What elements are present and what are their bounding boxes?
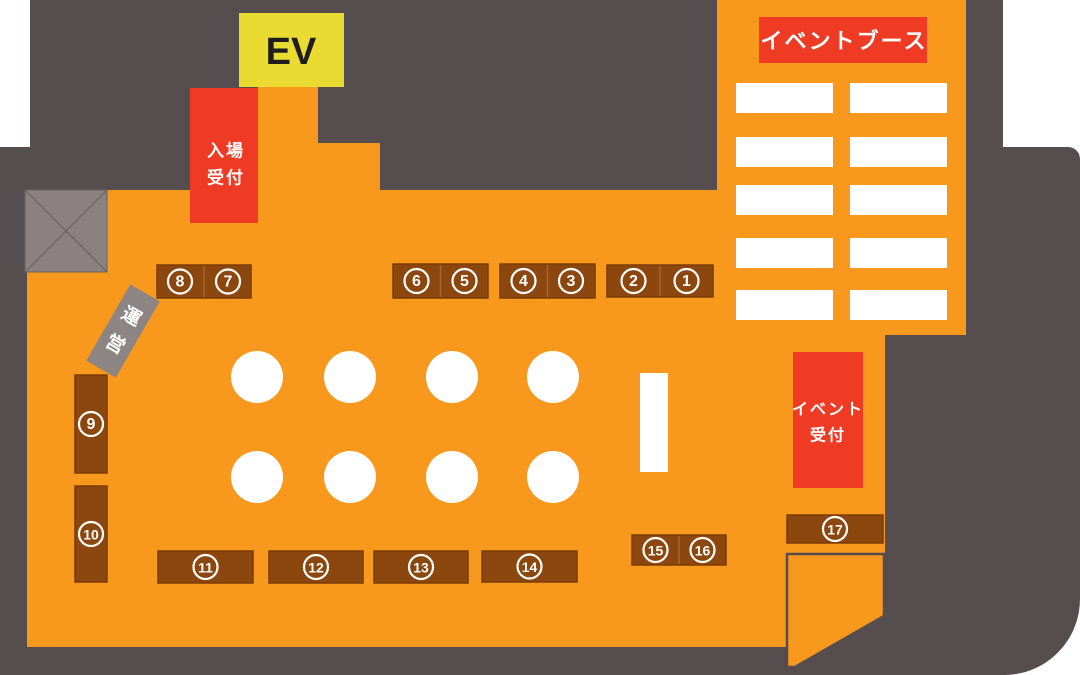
door-swing-area [785, 552, 886, 669]
booth-number-3: 3 [567, 273, 576, 290]
event-reception-line1: イベント [792, 402, 864, 419]
event-booth-slot [736, 185, 833, 215]
table-circle [324, 451, 376, 503]
booth-number-ring [510, 267, 537, 295]
booth-number-ring [214, 268, 242, 295]
entrance-reception-line1: 入場 [207, 142, 245, 161]
event-booth-slot [850, 83, 947, 113]
table-circle [426, 451, 478, 503]
booth-number-ring [821, 515, 849, 543]
booth-rect [74, 374, 108, 474]
booth-number-ring [689, 536, 716, 564]
booth-number-ring [642, 536, 669, 564]
booth-number-ring [77, 410, 105, 438]
event-reception-desk: イベント 受付 [792, 352, 864, 488]
booth-number-6: 6 [412, 273, 421, 290]
table-circle [231, 351, 283, 403]
booth-number-ring [557, 267, 585, 295]
booth-rect [268, 550, 364, 584]
booth-number-16: 16 [695, 543, 711, 559]
table-circle [527, 451, 579, 503]
booth-number-14: 14 [522, 559, 538, 575]
booth-number-17: 17 [827, 522, 843, 538]
numbered-booths: 8 7 6 5 4 3 2 1 [74, 263, 884, 584]
booth-rect [786, 514, 884, 544]
booth-number-ring [451, 267, 478, 295]
white-counter [640, 373, 668, 472]
table-circle [527, 351, 579, 403]
booth-number-ring [516, 553, 543, 580]
booth-number-1: 1 [682, 273, 691, 290]
booth-number-ring [302, 553, 330, 581]
operations-desk-box [86, 284, 160, 378]
booth-number-ring [620, 267, 647, 295]
event-booth-slot [850, 185, 947, 215]
elevator-box [239, 13, 344, 87]
event-reception-line2: 受付 [810, 426, 846, 445]
event-booth-slot [736, 83, 833, 113]
event-reception-box [793, 352, 863, 488]
elevator: EV [239, 13, 344, 87]
event-booth-slot [850, 137, 947, 167]
booth-number-ring [77, 520, 105, 548]
booth-number-2: 2 [629, 273, 638, 290]
booth-number-4: 4 [519, 273, 528, 290]
event-booth-title-box [759, 17, 927, 63]
event-booth-title: イベントブース [761, 29, 928, 54]
booth-number-11: 11 [198, 560, 213, 576]
booth-number-15: 15 [648, 543, 664, 559]
tables [231, 351, 579, 503]
crossed-area-box [24, 189, 108, 273]
entrance-reception-line2: 受付 [207, 168, 245, 188]
booth-pair-6-5: 6 5 [392, 263, 489, 299]
booth-17: 17 [786, 514, 884, 544]
entrance-reception-box [190, 88, 258, 223]
operations-desk: 運 営 [86, 284, 160, 378]
booth-number-9: 9 [87, 416, 96, 433]
booth-pair-8-7: 8 7 [156, 264, 252, 299]
event-booth-slot [850, 290, 947, 320]
event-booth-area: イベントブース [736, 17, 947, 320]
booth-number-12: 12 [308, 560, 324, 576]
booth-number-ring [166, 268, 194, 295]
booth-number-7: 7 [224, 274, 233, 291]
booth-pair-2-1: 2 1 [606, 264, 714, 298]
event-booth-slots [736, 83, 947, 320]
booth-11: 11 [157, 550, 254, 584]
booth-number-5: 5 [460, 273, 469, 290]
booth-10: 10 [74, 485, 108, 583]
booth-number-ring [673, 267, 700, 295]
booth-number-10: 10 [83, 527, 99, 543]
booth-number-ring [407, 553, 435, 581]
table-circle [231, 451, 283, 503]
elevator-label: EV [266, 31, 317, 73]
booth-number-8: 8 [176, 274, 185, 291]
table-circle [324, 351, 376, 403]
booth-pair-15-16: 15 16 [631, 534, 727, 566]
booth-13: 13 [373, 550, 469, 584]
booth-14: 14 [481, 550, 578, 583]
booth-12: 12 [268, 550, 364, 584]
event-booth-slot [736, 290, 833, 320]
event-booth-slot [736, 238, 833, 268]
booth-number-13: 13 [413, 560, 429, 576]
booth-rect [74, 485, 108, 583]
booth-9: 9 [74, 374, 108, 474]
cross-line [24, 189, 108, 273]
booth-rect [373, 550, 469, 584]
booth-number-ring [192, 553, 219, 581]
booth-rect [481, 550, 578, 583]
table-circle [426, 351, 478, 403]
booth-rect [157, 550, 254, 584]
entrance-reception-desk: 入場 受付 [190, 88, 258, 223]
booth-pair-4-3: 4 3 [499, 263, 596, 299]
event-booth-slot [850, 238, 947, 268]
booth-number-ring [403, 267, 430, 295]
event-booth-slot [736, 137, 833, 167]
